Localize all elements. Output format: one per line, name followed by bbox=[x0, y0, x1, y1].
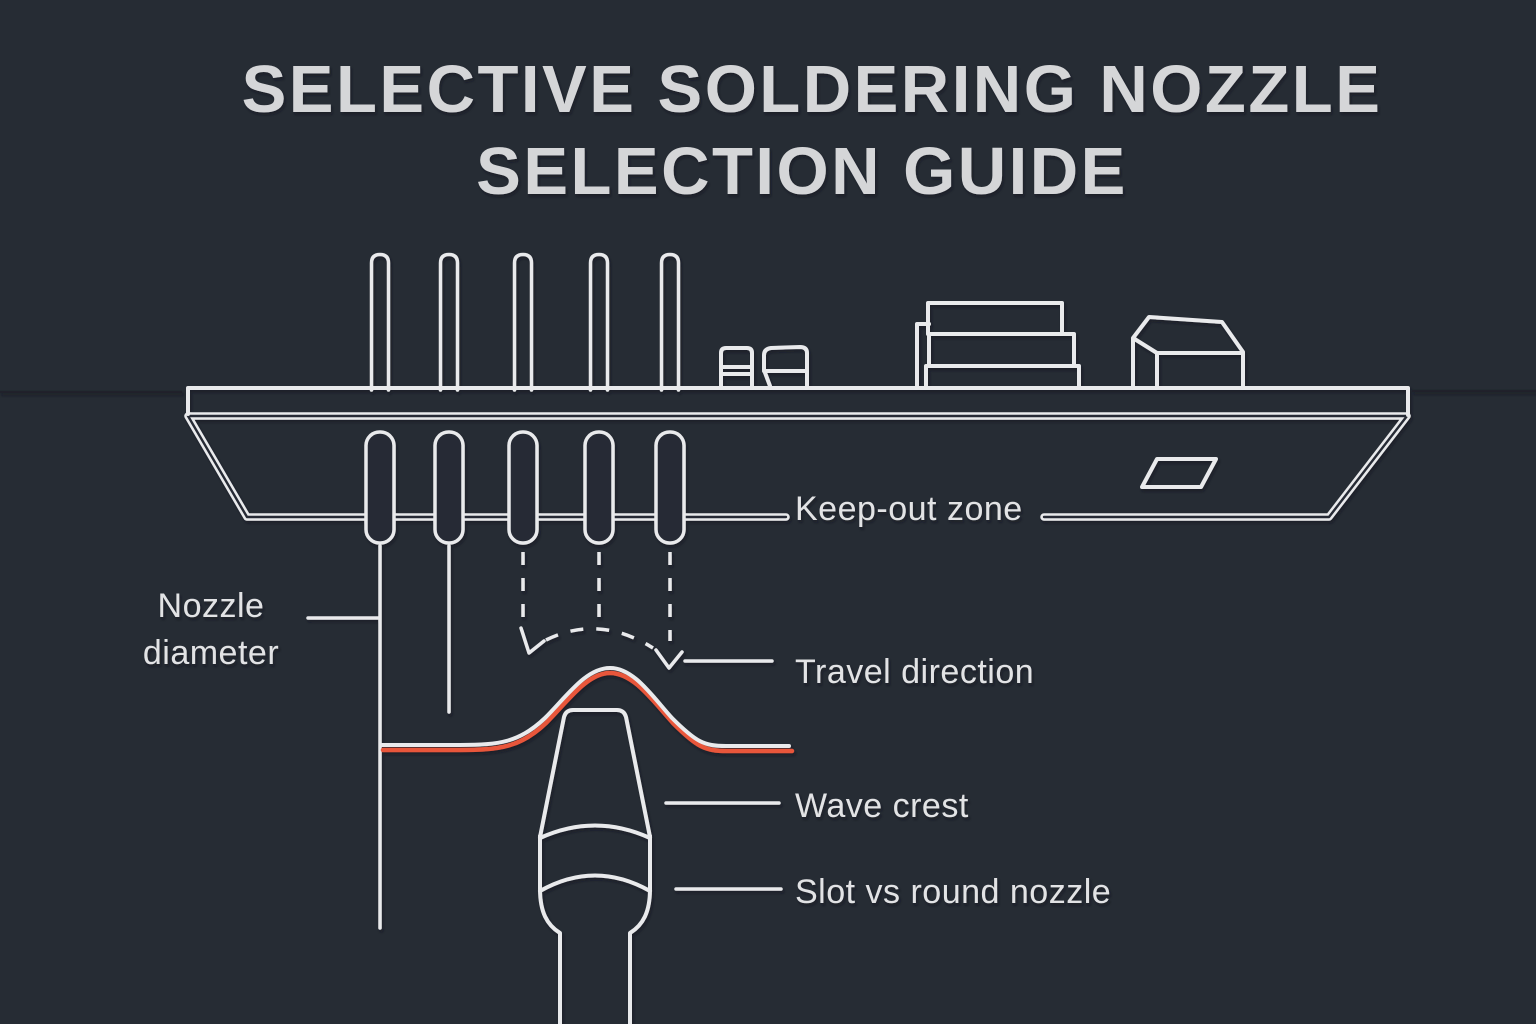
solder-nozzle bbox=[538, 708, 652, 1024]
title-line-2: SELECTION GUIDE bbox=[476, 134, 1128, 209]
label-nozzle-diameter-line1: Nozzle bbox=[158, 587, 265, 625]
smd-component-small-2 bbox=[762, 345, 809, 388]
label-leader-lines bbox=[664, 659, 783, 891]
wave-crest-line bbox=[379, 666, 791, 748]
box-component bbox=[1131, 315, 1245, 389]
pin-top bbox=[438, 252, 460, 392]
travel-direction-dashed-path bbox=[521, 552, 672, 650]
label-nozzle-diameter-line2: diameter bbox=[143, 634, 279, 672]
pcb-board-top bbox=[186, 386, 1410, 417]
page-title: SELECTIVE SOLDERING NOZZLE SELECTION GUI… bbox=[242, 52, 1383, 209]
label-wave-crest: Wave crest bbox=[795, 787, 969, 825]
label-keep-out-zone: Keep-out zone bbox=[795, 490, 1023, 528]
pin-top bbox=[512, 252, 534, 392]
horizon-line bbox=[0, 389, 1536, 394]
nozzle-bell-and-shaft bbox=[538, 834, 652, 1024]
nozzle-rim-arcs bbox=[538, 823, 652, 893]
pin-top bbox=[659, 252, 681, 392]
pins-below-board bbox=[364, 430, 686, 545]
pin-lead bbox=[433, 430, 465, 545]
pin-lead bbox=[507, 430, 539, 545]
title-line-1: SELECTIVE SOLDERING NOZZLE bbox=[242, 52, 1383, 127]
solder-wave-accent bbox=[380, 670, 795, 754]
pcb-pad-parallelogram bbox=[1140, 457, 1218, 489]
pin-top bbox=[369, 252, 391, 392]
pin-lead bbox=[364, 430, 396, 545]
pins-above-board bbox=[369, 252, 681, 392]
pin-lead bbox=[583, 430, 615, 545]
nozzle-cone bbox=[538, 708, 652, 839]
label-slot-vs-round-nozzle: Slot vs round nozzle bbox=[795, 873, 1111, 911]
diagram-labels: Nozzle diameter Keep-out zone Travel dir… bbox=[143, 490, 1111, 911]
smd-component-small-1 bbox=[719, 346, 754, 388]
nozzle-diameter-indicator-lines bbox=[306, 544, 451, 930]
stepped-component bbox=[915, 301, 1081, 389]
pin-top bbox=[588, 252, 610, 392]
travel-direction-arrow-icon bbox=[519, 626, 684, 670]
label-travel-direction: Travel direction bbox=[795, 653, 1034, 691]
pin-lead bbox=[654, 430, 686, 545]
